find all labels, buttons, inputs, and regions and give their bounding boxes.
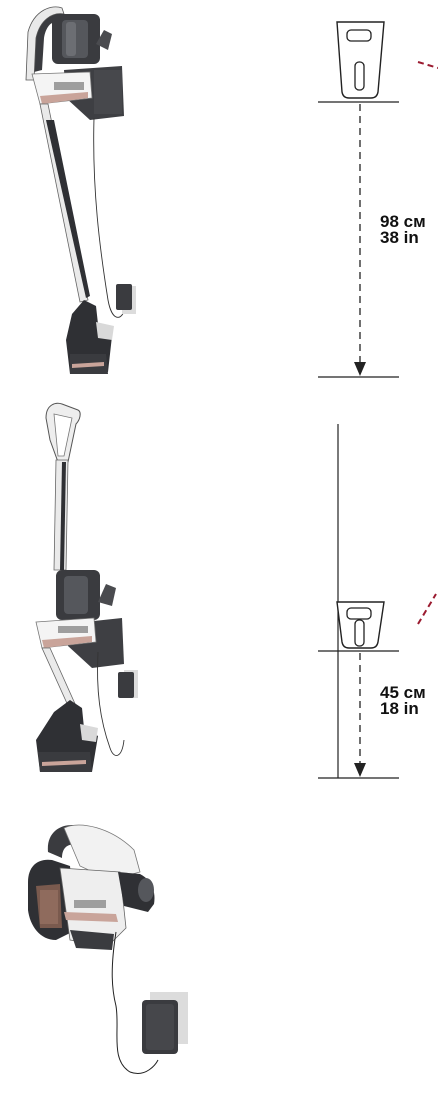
drill-angle-icon [417, 61, 438, 69]
wall-bracket-icon [336, 601, 385, 649]
measurement-label-cm-2: 45 см [380, 683, 426, 702]
height-arrow-icon [354, 653, 366, 777]
measurement-diagram-1 [318, 21, 438, 378]
measurement-label-in-2: 18 in [380, 699, 419, 718]
handheld-vacuum-illustration [28, 824, 159, 1074]
wall-bracket-icon [336, 21, 385, 99]
measurement-diagram-2 [318, 424, 437, 779]
measurement-label-cm-1: 98 см [380, 212, 426, 231]
height-arrow-icon [354, 104, 366, 376]
vacuum-illustration-2 [35, 402, 138, 772]
measurement-label-in-1: 38 in [380, 228, 419, 247]
drill-angle-icon [417, 593, 437, 625]
charger-icon [142, 992, 188, 1054]
vacuum-illustration-1 [25, 6, 136, 374]
